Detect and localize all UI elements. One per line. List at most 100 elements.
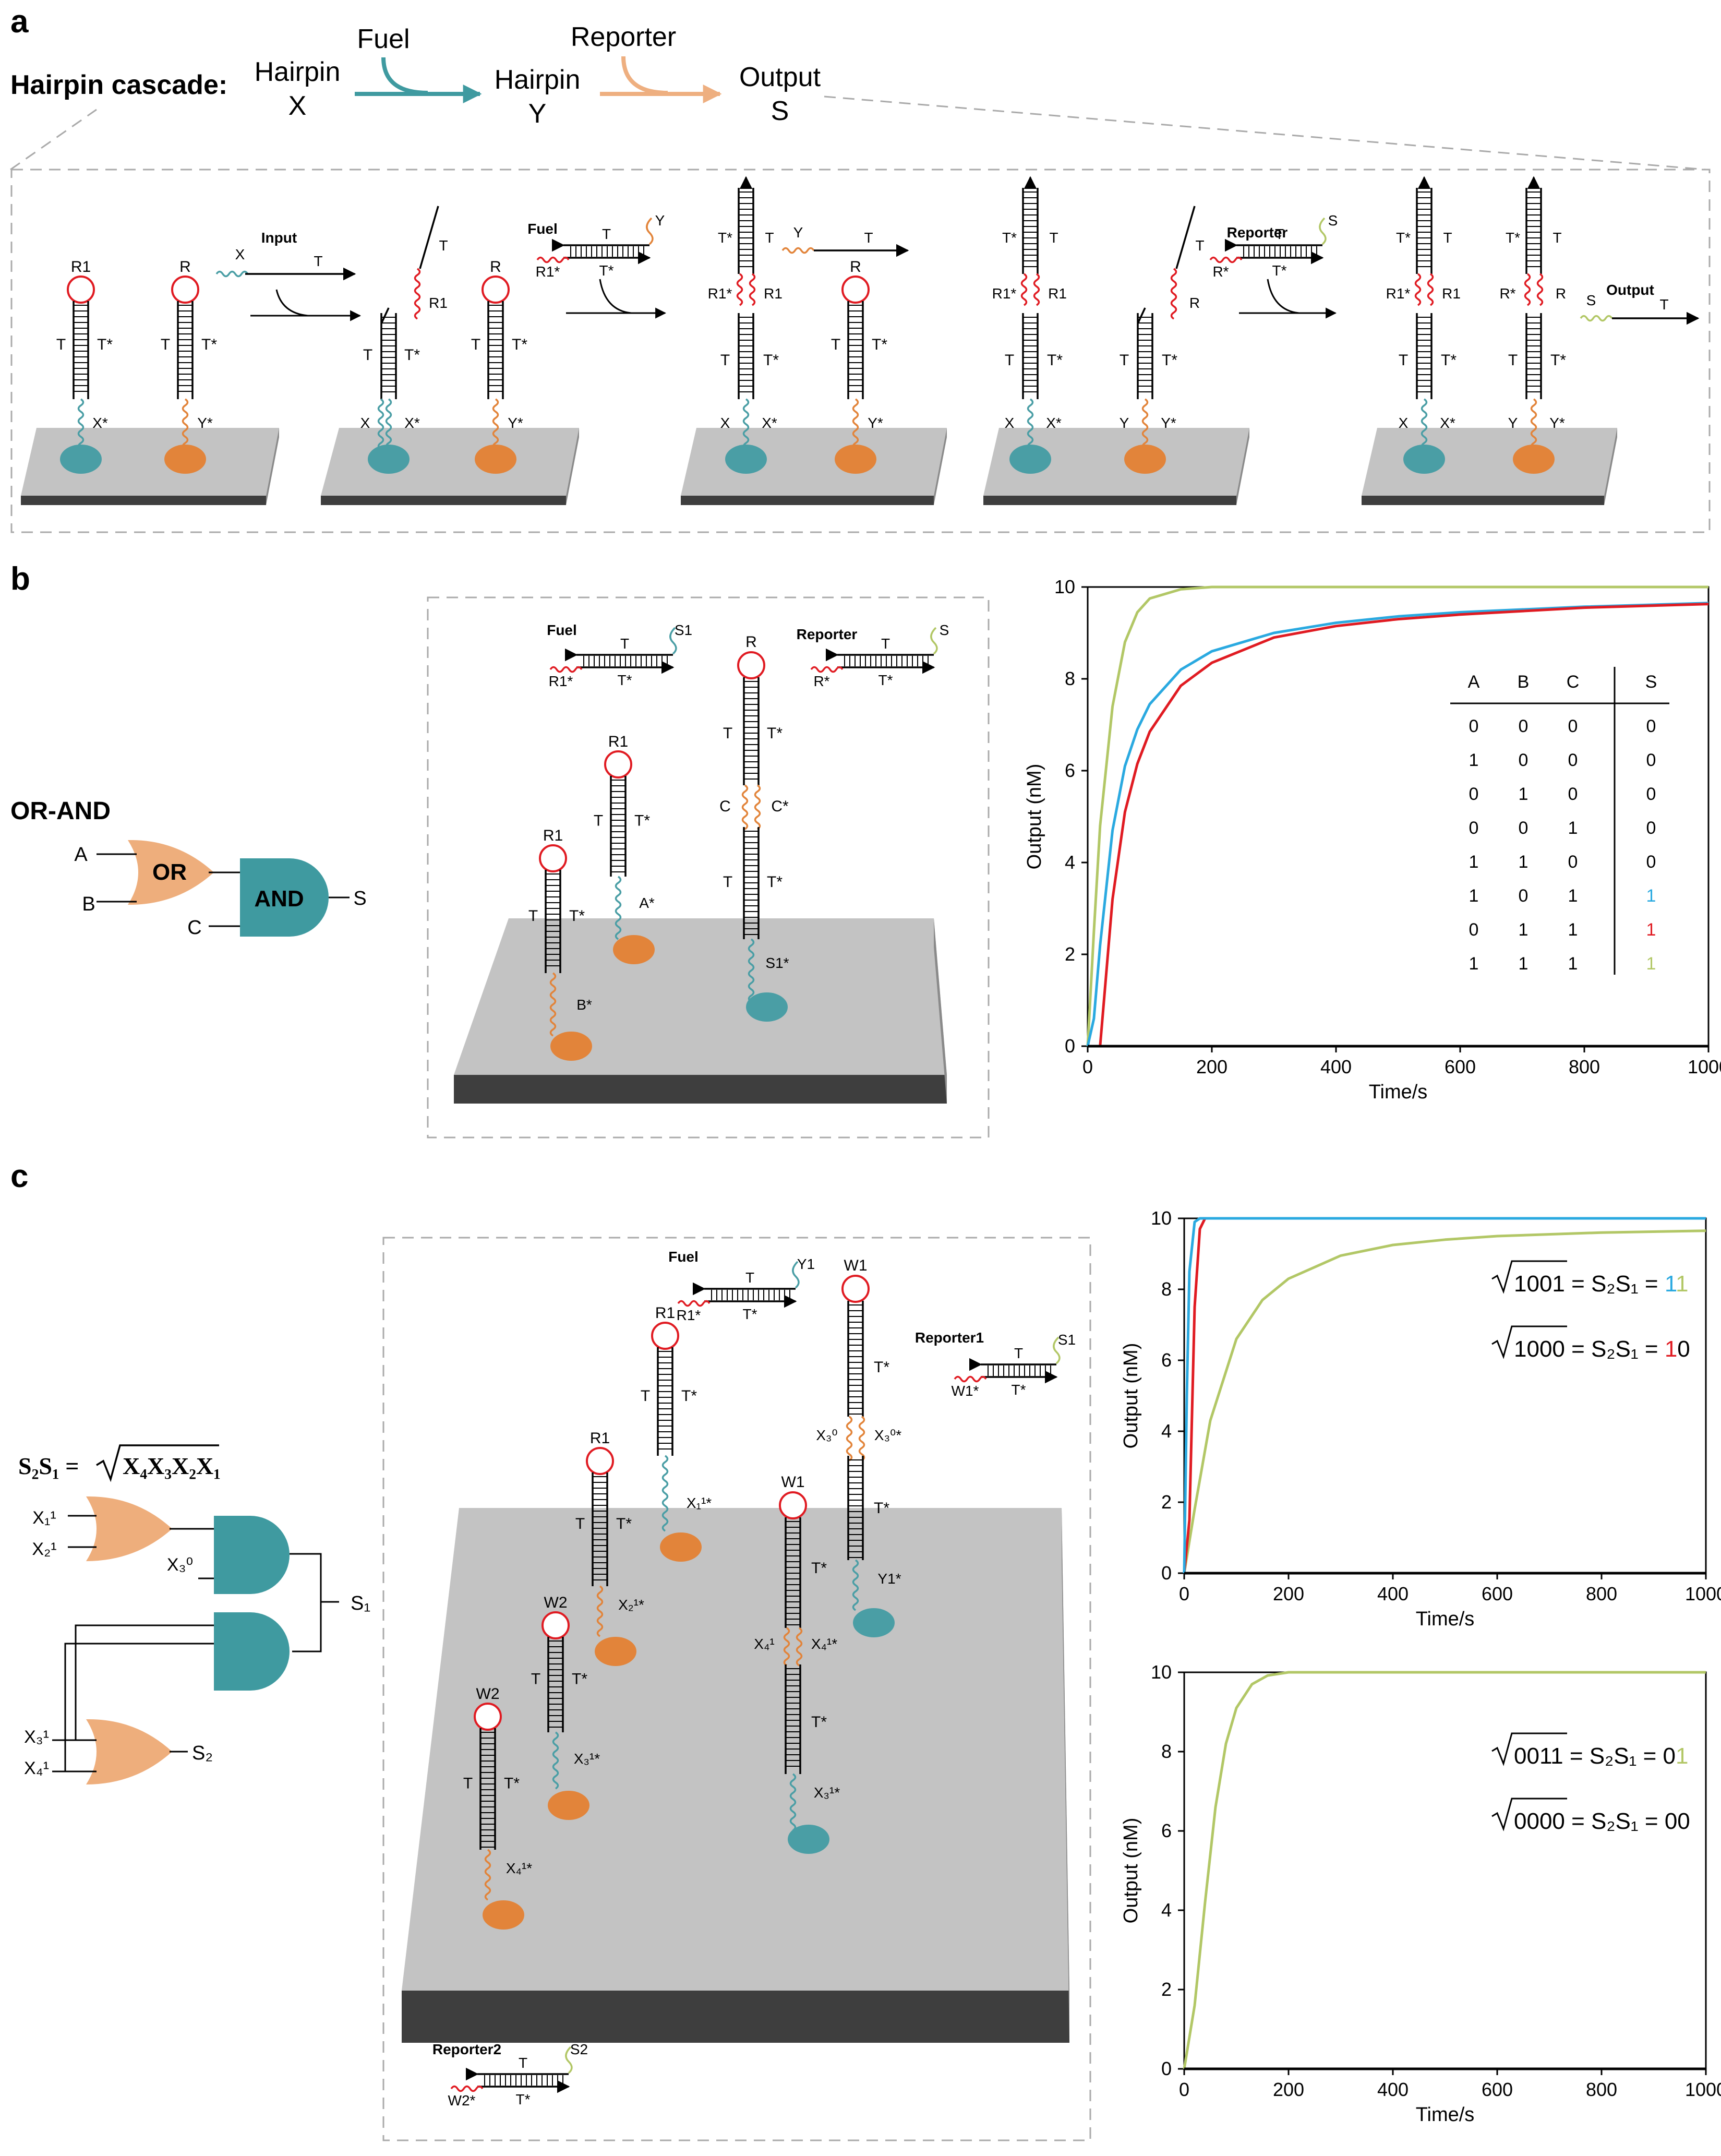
a1-hy-tstar-label: T* [201, 336, 217, 353]
x-tick-label: 0 [1179, 1583, 1189, 1604]
table-cell: 1 [1519, 784, 1529, 804]
series-line-0 [1183, 1671, 1706, 2069]
a5-s-label: S [1586, 292, 1596, 308]
series-line-0 [1086, 585, 1708, 1047]
b-reporter-left-tail [810, 666, 844, 673]
a1-curve [275, 289, 308, 317]
a4-reporter-right-label: S [1328, 212, 1338, 229]
arrow-fuel-label: Fuel [357, 24, 410, 54]
x-tick-label: 0 [1179, 2079, 1189, 2100]
a1-hy-t-label: T [161, 336, 170, 353]
ann-formula: 1001 = S₂S₁ = 11 [1514, 1271, 1689, 1297]
a4-r1-b [1033, 273, 1040, 306]
b-fuel-left-label: R1* [549, 673, 573, 689]
panel-a-frame [10, 169, 1711, 533]
c-wire-x3-loop [75, 1624, 214, 1740]
a2-fuel-left-label: R1* [536, 263, 560, 280]
table-cell: 1 [1646, 920, 1656, 940]
a5-h0-t-up: T [1443, 230, 1452, 246]
c-h-w2a-t-label: T [531, 1671, 540, 1688]
a1-hy-linker [182, 398, 189, 450]
x-tick-label: 1000 [1688, 1056, 1721, 1077]
a3-tstar: T* [763, 352, 779, 369]
panel-c-label: c [10, 1158, 28, 1194]
c-input-x1: X₁¹ [32, 1508, 56, 1528]
a5-h0-r-a [1414, 273, 1422, 306]
panel-c-frame [382, 1237, 1091, 2141]
b-slab-side [934, 918, 947, 1104]
table-cell: 0 [1568, 852, 1578, 872]
input-c: C [187, 917, 201, 939]
c-reporter2-label: Reporter2 [432, 2041, 501, 2057]
x-tick-label: 200 [1196, 1056, 1227, 1077]
b-slab-front [454, 1075, 947, 1104]
a5-h1-t: T [1508, 352, 1518, 369]
c-w1a-loop [841, 1275, 870, 1303]
a2-tstar: T* [404, 346, 420, 364]
c-reporter1-tstar: T* [1012, 1382, 1026, 1398]
a4-r1star: R1* [992, 285, 1017, 302]
c-reporter1-label: Reporter1 [915, 1329, 984, 1346]
a3-hy-linker [852, 398, 859, 450]
a2-fuel-left-tail [536, 256, 570, 263]
c-w1a-x30s: X₃⁰* [874, 1427, 901, 1443]
y-axis-label: Output (nM) [1120, 1818, 1142, 1924]
a5-h0-r-b [1427, 273, 1434, 306]
c-x3s: X₃¹* [574, 1751, 600, 1767]
table-header-C: C [1567, 672, 1580, 692]
c-reporter1-right-tail [1053, 1336, 1061, 1364]
a2-hy-linker [492, 398, 499, 450]
a1-hx-loop [67, 276, 95, 304]
c-reporter2-right-label: S2 [570, 2041, 588, 2057]
a3-ystar: Y* [868, 415, 883, 431]
c-h-r1a-loop-label: R1 [655, 1304, 675, 1322]
b-h3-ts2: T* [767, 873, 783, 891]
input-b: B [82, 893, 95, 915]
a5-h1-dot [1513, 445, 1555, 474]
and-gate [240, 858, 329, 937]
x-tick-label: 600 [1482, 1583, 1513, 1604]
a3-x: X [720, 415, 730, 431]
arrow-reporter-label: Reporter [571, 22, 676, 52]
c-h-w2b-loop [474, 1703, 502, 1731]
b-reporter-t: T [881, 636, 890, 652]
a5-h0-base: X [1399, 415, 1409, 431]
c-h-w2a-loop-label: W2 [544, 1594, 568, 1611]
a4-t-up: T [1049, 230, 1058, 246]
a3-t: T [720, 352, 730, 369]
table-cell: 1 [1646, 954, 1656, 974]
a1-dot-y [164, 445, 206, 474]
c-h-r1a-loop [651, 1322, 679, 1350]
c-h-r1b-loop-label: R1 [590, 1430, 610, 1447]
c-h-w2a-tstar-label: T* [572, 1671, 587, 1688]
formula-radicand: X₄X₃X₂X₁ [123, 1453, 221, 1479]
b-h1-loop-label: R1 [543, 827, 563, 844]
ann-formula: 1000 = S₂S₁ = 10 [1514, 1336, 1690, 1362]
ann-radical [1491, 1260, 1567, 1294]
a5-h0-tstar: T* [1441, 352, 1457, 369]
c-output-s1: S₁ [351, 1592, 370, 1614]
b-h1-t-label: T [528, 907, 538, 925]
a2-curve [599, 279, 632, 314]
a-slab-1-front [321, 496, 566, 505]
a3-y [781, 247, 815, 254]
a4-reporter-right-tail [1319, 217, 1327, 245]
b-bstar: B* [576, 997, 592, 1013]
c-w1a-x30: X₃⁰ [816, 1427, 837, 1443]
b-reporter-left-label: R* [813, 673, 829, 689]
node-output-line1: Output [739, 62, 821, 92]
x-tick-label: 400 [1320, 1056, 1352, 1077]
a4-r-open [1170, 268, 1177, 320]
c-reporter1-right-label: S1 [1058, 1332, 1076, 1348]
a1-hx-t-label: T [56, 336, 66, 353]
c-h-w2b-loop-label: W2 [476, 1685, 500, 1703]
c-h-w2b-t-label: T [463, 1775, 473, 1792]
b-s1star: S1* [765, 955, 789, 971]
a1-hy-loop [171, 276, 199, 304]
table-cell: 0 [1646, 750, 1656, 770]
table-cell: 0 [1519, 716, 1529, 736]
b-h3-t1: T [723, 725, 732, 742]
